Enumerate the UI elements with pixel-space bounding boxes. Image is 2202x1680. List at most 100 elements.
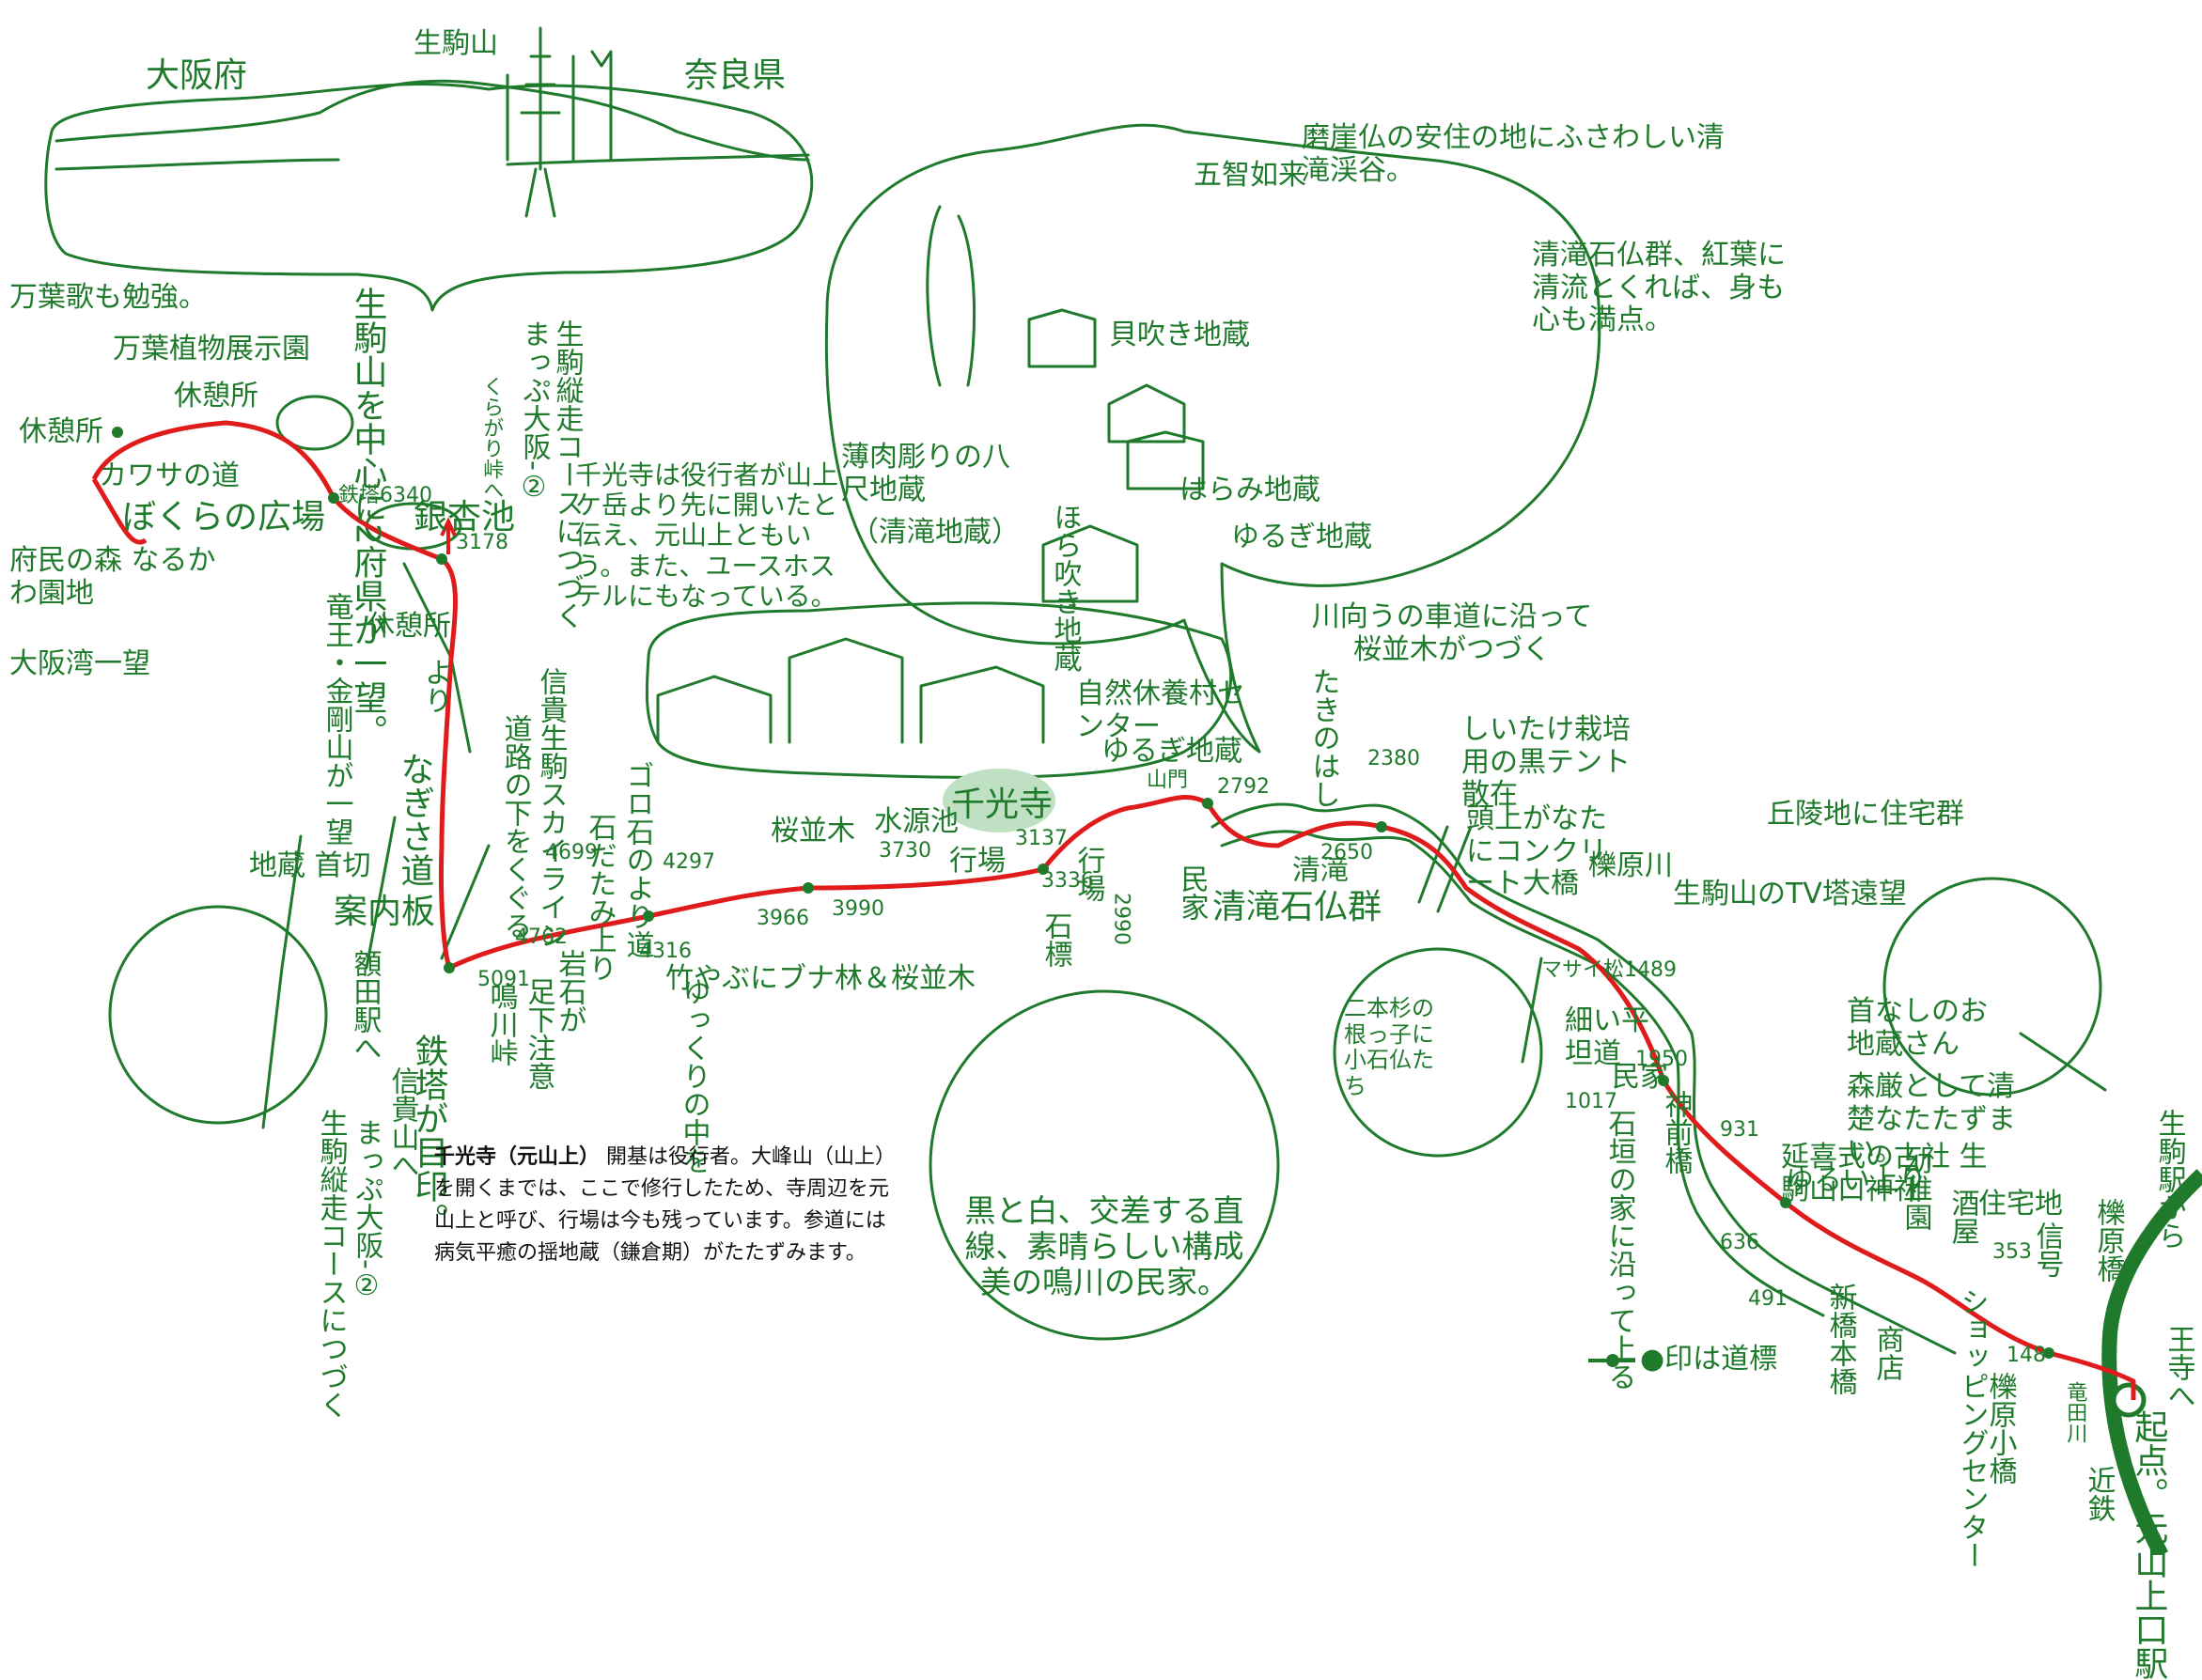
label-start-station[interactable]: 起点。元山上口駅: [2129, 1409, 2168, 1680]
label-riverside-sakura: 川向うの車道に沿って桜並木がつづく: [1311, 600, 1593, 666]
label-gochi: 五智如来: [1194, 159, 1306, 192]
label-stones-path: ゴロ石のより道: [620, 761, 654, 958]
label-jizo-cut: 地蔵 首切: [249, 849, 371, 882]
buddha-bubble: [824, 123, 1601, 754]
label-num-2792: 2792: [1217, 775, 1270, 799]
label-kusube-river: 櫟原川: [1588, 849, 1673, 882]
label-bokura-plaza: ぼくらの広場: [122, 498, 326, 537]
label-narrow-flat: 細い平坦道: [1565, 1004, 1649, 1070]
label-residential: 住宅地: [1978, 1188, 2063, 1221]
label-two-cedar: 二本杉の根っ子に小石仏たち: [1344, 995, 1434, 1099]
label-nukata-st: 額田駅へ: [348, 949, 382, 1062]
label-michishirube: ●印は道標: [1640, 1343, 1778, 1376]
label-liquor: 酒屋: [1945, 1189, 1979, 1245]
start-arrow: [440, 517, 457, 554]
label-gyoba: 行場: [949, 845, 1006, 878]
label-stone-wall: 石垣の家に沿って上る: [1602, 1109, 1636, 1391]
label-num-1950: 1950: [1635, 1048, 1688, 1071]
label-to-ikoma: 生駒駅から: [2152, 1109, 2186, 1250]
label-num-2380: 2380: [1367, 747, 1420, 770]
label-bamboo: 竹やぶにブナ林＆桜並木: [665, 962, 976, 995]
hiking-route: [91, 420, 2136, 1400]
label-water-pond: 水源池: [874, 805, 959, 838]
label-ryusho-kongo: 竜王・金剛山が一望: [320, 592, 353, 846]
label-kiyotaki: 清滝: [1292, 854, 1349, 887]
label-kuragari: くらがり峠へ: [479, 376, 504, 500]
label-kaibuki: 貝吹き地蔵: [1109, 319, 1250, 351]
shrine-circle: [1882, 877, 2102, 1097]
label-usuniku: 薄肉彫りの八尺地蔵: [841, 441, 1010, 506]
label-num-931: 931: [1720, 1118, 1759, 1142]
region-ikoma-mt: 生駒山: [414, 27, 498, 60]
railway-line: [2101, 1169, 2202, 1555]
label-num-2650: 2650: [1320, 841, 1373, 864]
label-num-3990: 3990: [832, 897, 884, 921]
label-stone-sign: 石標: [1039, 911, 1072, 968]
label-num-4762: 4762: [515, 926, 568, 949]
mountain-ridge: [55, 79, 810, 162]
label-fumin-forest: 府民の森 なるかわ園地: [9, 544, 216, 610]
label-signal: 信号: [2030, 1221, 2064, 1278]
label-ginpeiike-num: 3178: [456, 531, 508, 554]
senkoji-highlight: [943, 769, 1055, 832]
cedar-circle: [1333, 947, 1543, 1158]
label-rest-1: 休憩所: [174, 380, 258, 412]
label-tv-tower: 生駒山のTV塔遠望: [1673, 878, 1907, 910]
label-minka-2: 民家: [1612, 1061, 1668, 1094]
label-senkoji[interactable]: 千光寺: [951, 786, 1054, 824]
road: [261, 562, 491, 1129]
trail-map: [44, 26, 2202, 1555]
station-marker: [2111, 1382, 2147, 1418]
label-mapu-osaka-2: まっぷ大阪-②: [350, 1118, 383, 1302]
label-num-5091: 5091: [477, 968, 530, 991]
label-kiyotaki-jizo: （清滝地蔵）: [851, 516, 1020, 549]
label-harami: はらみ地蔵: [1179, 474, 1320, 506]
label-tower-note: 生駒山を中心に2府県が一望。: [348, 287, 387, 748]
label-senkoji-note: 千光寺は役行者が山上ケ岳より先に開いたと伝え、元山上ともいう。また、ユースホステ…: [575, 459, 839, 612]
panorama-bubble: [44, 83, 814, 312]
label-manyo-study: 万葉歌も勉強。: [9, 281, 207, 314]
label-gyoba2: 行場: [1071, 846, 1105, 902]
label-pylon: 鉄塔6340: [338, 484, 432, 507]
label-num-353: 353: [1992, 1240, 2032, 1264]
label-yori: より: [418, 658, 452, 714]
label-osaka-view: 大阪湾一望: [9, 647, 150, 680]
label-horabuki: ほら吹き地蔵: [1048, 503, 1082, 672]
label-num-3966: 3966: [757, 907, 809, 930]
ikoma-tower: [520, 26, 561, 218]
label-num-148: 148: [2007, 1344, 2046, 1367]
label-kiyotaki-note: 清滝石仏群、紅葉に清流とくれば、身も心も満点。: [1532, 239, 1786, 336]
label-sanmon: 山門: [1147, 769, 1189, 792]
label-narukawa-pass: 鳴川峠: [484, 982, 518, 1066]
label-nagisa-path: なぎさ道: [395, 752, 434, 887]
label-shigi-skyline: 信貴生駒スカイライン: [534, 667, 568, 949]
label-num-491: 491: [1748, 1287, 1788, 1311]
region-nara: 奈良県: [684, 56, 787, 95]
label-shopping: ショッピングセンター: [1955, 1287, 1989, 1569]
label-slow-down: ゆっくりの中を: [677, 977, 711, 1174]
forest-bubble: [645, 601, 1233, 779]
label-water-num: 3730: [879, 839, 931, 863]
river: [1210, 802, 1957, 1355]
label-num-3336: 3336: [1041, 869, 1094, 893]
label-shiitake: しいたけ栽培用の黒テント散在: [1461, 713, 1631, 811]
narukawa-circle: [929, 989, 1280, 1341]
label-takinohashi: たきのはし: [1306, 667, 1340, 808]
label-ginpeiike: 銀杏池: [414, 498, 516, 537]
jizo-circle: [108, 905, 328, 1125]
label-kintetsu: 近鉄: [2082, 1466, 2116, 1522]
label-kusube-bridge: 櫟原橋: [2091, 1198, 2125, 1283]
label-stone-num: 4297: [663, 850, 715, 874]
label-kiyotaki-group: 清滝石仏群: [1212, 888, 1382, 926]
description-body: 開基は役行者。大峰山（山上）を開くまでは、ここで修行したため、寺周辺を元山上と呼…: [434, 1145, 897, 1266]
label-kusube-small: 櫟原小橋: [1983, 1372, 2017, 1485]
description-title: 千光寺（元山上）: [434, 1145, 601, 1169]
label-mazai: マサイ松1489: [1541, 958, 1677, 982]
label-tower-mark: 鉄塔が目印。: [409, 1034, 448, 1237]
label-foot-care: 足下注意: [522, 977, 555, 1090]
label-nature-center: 自然休養村センター: [1076, 677, 1245, 743]
label-yurugi-jizo: ゆるぎ地蔵: [1101, 735, 1242, 768]
label-shigi-mt: 信貴山へ: [385, 1066, 419, 1179]
label-senkoji-num: 3137: [1015, 827, 1068, 850]
senkoji-description: 千光寺（元山上） 開基は役行者。大峰山（山上）を開くまでは、ここで修行したため、…: [434, 1142, 904, 1269]
